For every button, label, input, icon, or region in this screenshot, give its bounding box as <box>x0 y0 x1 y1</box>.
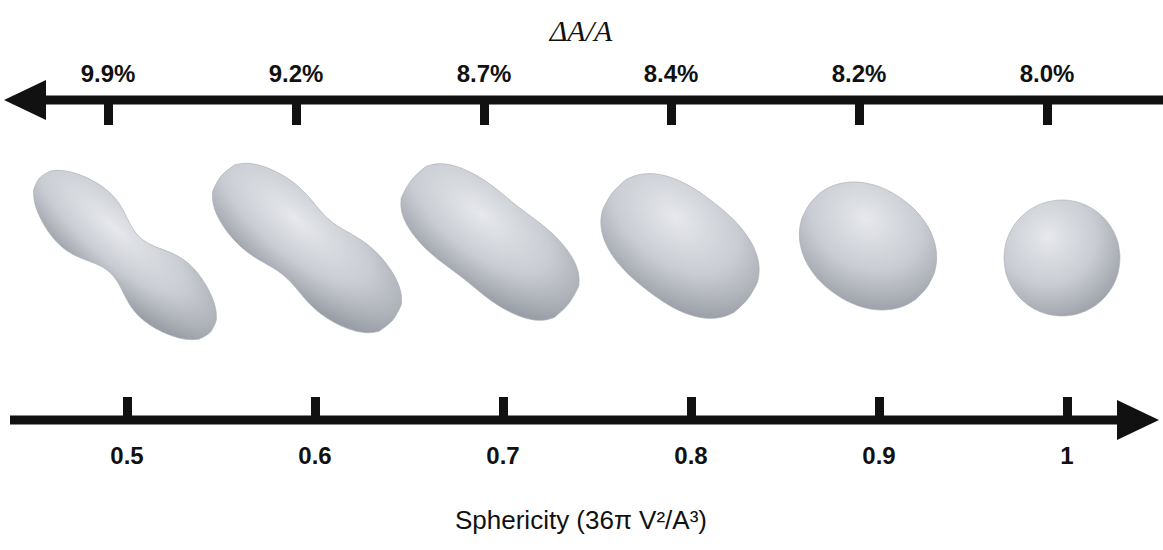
vesicle-shape <box>1004 200 1120 316</box>
vesicle <box>383 144 597 339</box>
vesicle <box>1004 200 1120 316</box>
vesicle-shape <box>578 150 781 343</box>
axis-title: ΔA/A <box>550 14 613 47</box>
tick <box>311 397 320 422</box>
area-difference-value: 8.0% <box>1020 61 1075 87</box>
tick <box>1043 100 1052 125</box>
area-difference-value: 9.2% <box>269 61 324 87</box>
sphericity-value: 0.7 <box>486 443 519 469</box>
bottom-axis <box>10 416 1122 425</box>
tick <box>1063 397 1072 422</box>
tick <box>687 397 696 422</box>
tick <box>875 397 884 422</box>
area-difference-value: 8.4% <box>644 61 699 87</box>
tick <box>292 100 301 125</box>
vesicle-shape <box>776 157 960 335</box>
axis-title: Sphericity (36π V²/A³) <box>455 506 707 535</box>
area-difference-value: 8.7% <box>457 61 512 87</box>
sphericity-value: 0.9 <box>862 443 895 469</box>
sphericity-value: 0.5 <box>110 443 143 469</box>
tick <box>104 100 113 125</box>
vesicle <box>194 144 419 352</box>
area-difference-value: 9.9% <box>81 61 136 87</box>
axis-arrowhead <box>1117 400 1159 440</box>
tick <box>480 100 489 125</box>
ticks <box>104 100 1072 422</box>
top-axis <box>40 96 1163 105</box>
axis-arrowhead <box>4 80 46 120</box>
area-difference-value: 8.2% <box>832 61 887 87</box>
vesicle <box>15 151 234 359</box>
tick <box>499 397 508 422</box>
tick <box>123 397 132 422</box>
vesicle <box>578 150 781 343</box>
sphericity-value: 0.8 <box>674 443 707 469</box>
vesicle-shape <box>15 151 234 359</box>
tick <box>855 100 864 125</box>
sphericity-value: 1 <box>1060 443 1073 469</box>
sphericity-value: 0.6 <box>298 443 331 469</box>
vesicle-shape <box>194 144 419 352</box>
vesicle <box>776 157 960 335</box>
vesicle-shapes <box>15 144 1120 359</box>
tick <box>667 100 676 125</box>
vesicle-shape <box>383 144 597 339</box>
axes <box>4 80 1163 440</box>
